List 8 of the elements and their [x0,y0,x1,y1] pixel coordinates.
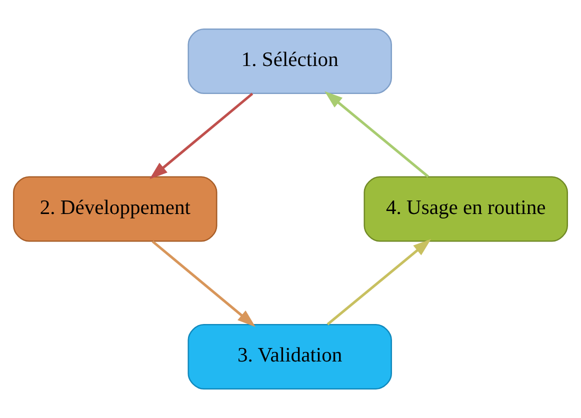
node-box: 1. Séléction [188,28,392,94]
arrow [152,240,256,327]
arrow [150,92,254,180]
node-box: 2. Développement [13,176,218,242]
node-box: 3. Validation [188,324,392,390]
arrow [324,91,429,178]
node-box: 4. Usage en routine [364,176,568,242]
arrow [326,238,432,326]
